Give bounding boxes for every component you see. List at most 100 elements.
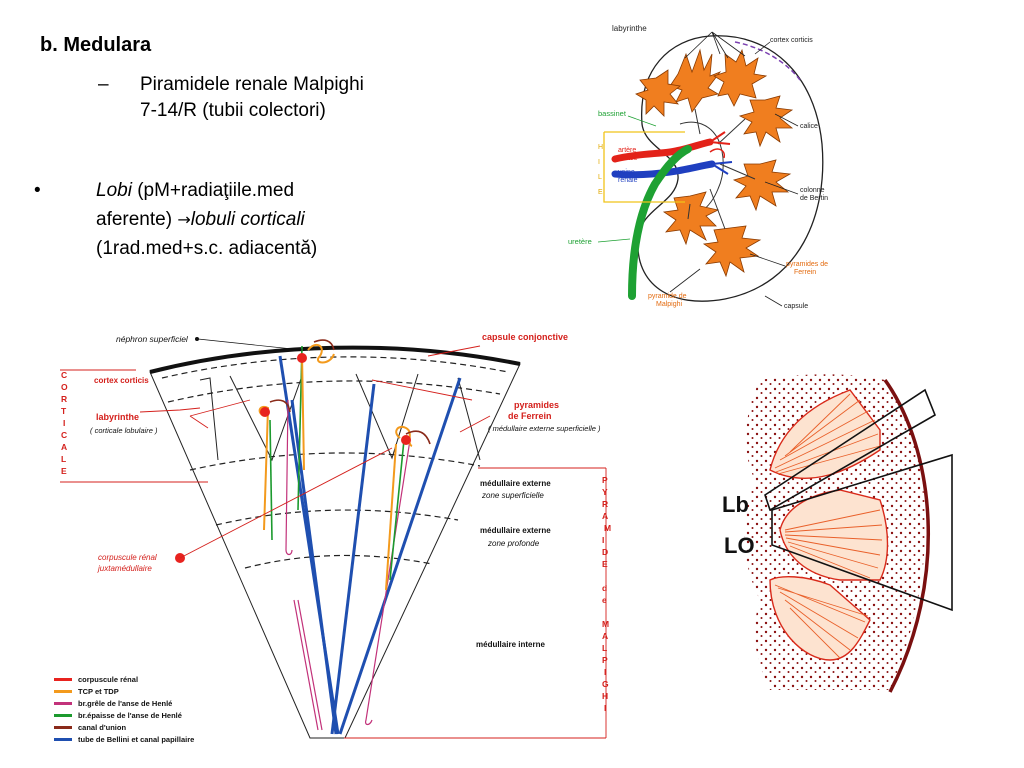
label-bassinet: bassinet <box>598 109 627 118</box>
label-colonne-2: de Bertin <box>800 195 828 202</box>
pyramid-shape <box>738 95 794 148</box>
kidney-leader-lines <box>669 31 799 307</box>
lobe-outline <box>771 453 953 612</box>
svg-text:C: C <box>61 370 67 380</box>
hile-bracket <box>603 131 685 203</box>
label-corticale-lobulaire: ( corticale lobulaire ) <box>90 426 158 435</box>
renal-lobe-diagram: Lb LO <box>722 374 953 693</box>
lobule-outline <box>764 388 937 512</box>
svg-text:I: I <box>598 159 600 166</box>
ureter-and-pelvis <box>628 145 692 300</box>
sub-point-line-1: Piramidele renale Malpighi <box>140 74 364 95</box>
label-veine-1: veine <box>618 169 635 176</box>
svg-text:O: O <box>61 382 68 392</box>
pyramid-shape <box>702 225 762 278</box>
legend-label: canal d'union <box>78 723 126 732</box>
renal-artery <box>611 138 714 163</box>
lobi-term: Lobi <box>96 180 132 201</box>
pyramid-shape <box>669 48 722 113</box>
label-pyramides-1: pyramides <box>514 400 559 410</box>
svg-text:E: E <box>61 466 67 476</box>
lobe-pyramid-rays <box>774 393 883 659</box>
slide-heading: b. Medulara <box>40 34 152 56</box>
svg-text:L: L <box>602 643 607 653</box>
lobuli-term: lobuli corticali <box>190 209 305 230</box>
lobe-pyramids <box>769 389 889 661</box>
bullet-line-2-a: aferente) <box>96 209 178 230</box>
svg-text:P: P <box>602 655 608 665</box>
label-pyramide-malpighi-2: Malpighi <box>656 301 683 308</box>
label-lo: LO <box>724 533 755 558</box>
zone-boundaries <box>161 356 509 569</box>
svg-text:H: H <box>598 144 603 151</box>
lobule-leader-lines <box>60 345 607 739</box>
svg-text:R: R <box>602 499 608 509</box>
capsule-thick-line <box>149 345 521 374</box>
svg-text:E: E <box>598 189 603 196</box>
svg-text:I: I <box>604 703 606 713</box>
svg-text:T: T <box>61 406 67 416</box>
svg-text:E: E <box>602 559 608 569</box>
legend-swatch <box>54 714 72 717</box>
svg-text:M: M <box>604 523 611 533</box>
kidney-section-diagram: H I L E labyrinthe cortex corticis bassi… <box>568 24 828 310</box>
label-uretere: uretère <box>568 237 592 246</box>
svg-text:I: I <box>604 667 606 677</box>
legend-label: br.grêle de l'anse de Henlé <box>78 699 172 708</box>
label-medullaire-externe-2: médullaire externe <box>480 526 551 535</box>
bullet-line-2: aferente) →lobuli corticali <box>96 205 426 234</box>
legend-swatch <box>54 702 72 705</box>
label-capsule: capsule <box>784 303 808 310</box>
legend: corpuscule rénal TCP et TDP br.grêle de … <box>54 675 194 744</box>
label-cortex-corticis: cortex corticis <box>94 376 149 385</box>
arrow-symbol: → <box>177 210 191 229</box>
thin-henle-loops <box>285 399 411 731</box>
svg-text:Y: Y <box>602 487 608 497</box>
label-capsule-conjonctive: capsule conjonctive <box>482 332 568 342</box>
svg-text:R: R <box>61 394 67 404</box>
label-cortex-corticis: cortex corticis <box>770 37 813 44</box>
svg-text:M: M <box>602 619 609 629</box>
label-labyrinthe: labyrinthe <box>612 24 647 33</box>
svg-text:H: H <box>602 691 608 701</box>
svg-text:D: D <box>602 547 608 557</box>
sub-point-line-2: 7-14/R (tubii colectori) <box>140 100 326 121</box>
label-lb: Lb <box>722 492 749 517</box>
label-corpuscule-1: corpuscule rénal <box>98 553 157 562</box>
legend-swatch <box>54 690 72 693</box>
cortex-corticis-dashes <box>734 41 801 81</box>
pyramid-shape <box>635 69 681 117</box>
svg-text:I: I <box>63 418 65 428</box>
connecting-tubules <box>269 339 431 445</box>
svg-text:e: e <box>602 595 607 605</box>
hile-letters: H I L E <box>598 144 603 196</box>
label-pyramides-ferrein-1: pyramides de <box>786 261 828 268</box>
svg-text:d: d <box>602 583 607 593</box>
legend-label: corpuscule rénal <box>78 675 138 684</box>
svg-text:I: I <box>602 535 604 545</box>
renal-vein <box>611 160 716 179</box>
bullet-marker: • <box>34 180 41 201</box>
legend-label: tube de Bellini et canal papillaire <box>78 735 194 744</box>
label-zone-superficielle: zone superficielle <box>481 491 544 500</box>
svg-text:A: A <box>61 442 67 452</box>
svg-text:L: L <box>61 454 66 464</box>
calice-branches <box>687 108 756 230</box>
label-nephron-superficiel: néphron superficiel <box>116 334 189 344</box>
label-colonne-1: colonne <box>800 187 825 194</box>
label-artere-2: rénale <box>618 155 638 162</box>
label-medullaire-interne: médullaire interne <box>476 640 545 649</box>
fan-outline <box>149 347 521 739</box>
label-corticale-vertical: C O R T I C A L E <box>61 370 68 476</box>
legend-swatch <box>54 678 72 681</box>
legend-label: br.épaisse de l'anse de Henlé <box>78 711 182 720</box>
svg-text:G: G <box>602 679 609 689</box>
legend-label: TCP et TDP <box>78 687 119 696</box>
pyramids-of-malpighi <box>635 48 794 278</box>
label-medullaire-externe-superficielle: ( médullaire externe superficielle ) <box>488 424 601 433</box>
dash-marker: – <box>98 74 109 95</box>
label-labyrinthe: labyrinthe <box>96 412 139 422</box>
label-medullaire-externe-1: médullaire externe <box>480 479 551 488</box>
label-calice: calice <box>800 123 818 130</box>
svg-text:P: P <box>602 475 608 485</box>
